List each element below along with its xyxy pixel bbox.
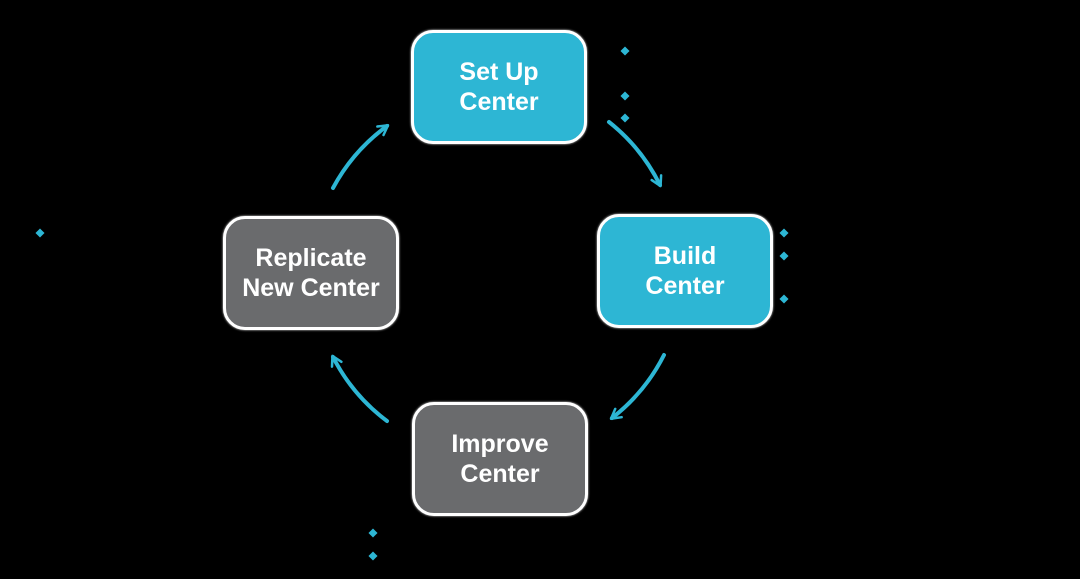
node-improve-center: Improve Center	[412, 402, 588, 516]
node-label-line: Center	[459, 88, 539, 116]
node-label-line: Set Up	[459, 58, 539, 86]
node-label-line: New Center	[242, 274, 380, 302]
node-label-line: Center	[460, 460, 540, 488]
node-label-line: Improve	[451, 430, 549, 458]
arrow-setup-to-build	[607, 120, 663, 188]
bullet-dot	[368, 551, 378, 561]
node-build-center: Build Center	[597, 214, 773, 328]
bullet-dot	[779, 251, 789, 261]
node-label-line: Center	[645, 272, 725, 300]
bullet-dot	[779, 228, 789, 238]
node-set-up-center: Set Up Center	[411, 30, 587, 144]
arrow-replicate-to-setup	[331, 124, 390, 190]
node-replicate-new-center: Replicate New Center	[223, 216, 399, 330]
arrow-build-to-improve	[609, 353, 666, 421]
bullet-dot	[620, 46, 630, 56]
bullet-dot	[35, 228, 45, 238]
bullet-dot	[620, 113, 630, 123]
arrow-improve-to-replicate	[330, 354, 389, 423]
bullet-dot	[620, 91, 630, 101]
bullet-dot	[368, 528, 378, 538]
bullet-dot	[779, 294, 789, 304]
node-label-line: Build	[653, 242, 717, 270]
node-label-line: Replicate	[255, 244, 367, 272]
